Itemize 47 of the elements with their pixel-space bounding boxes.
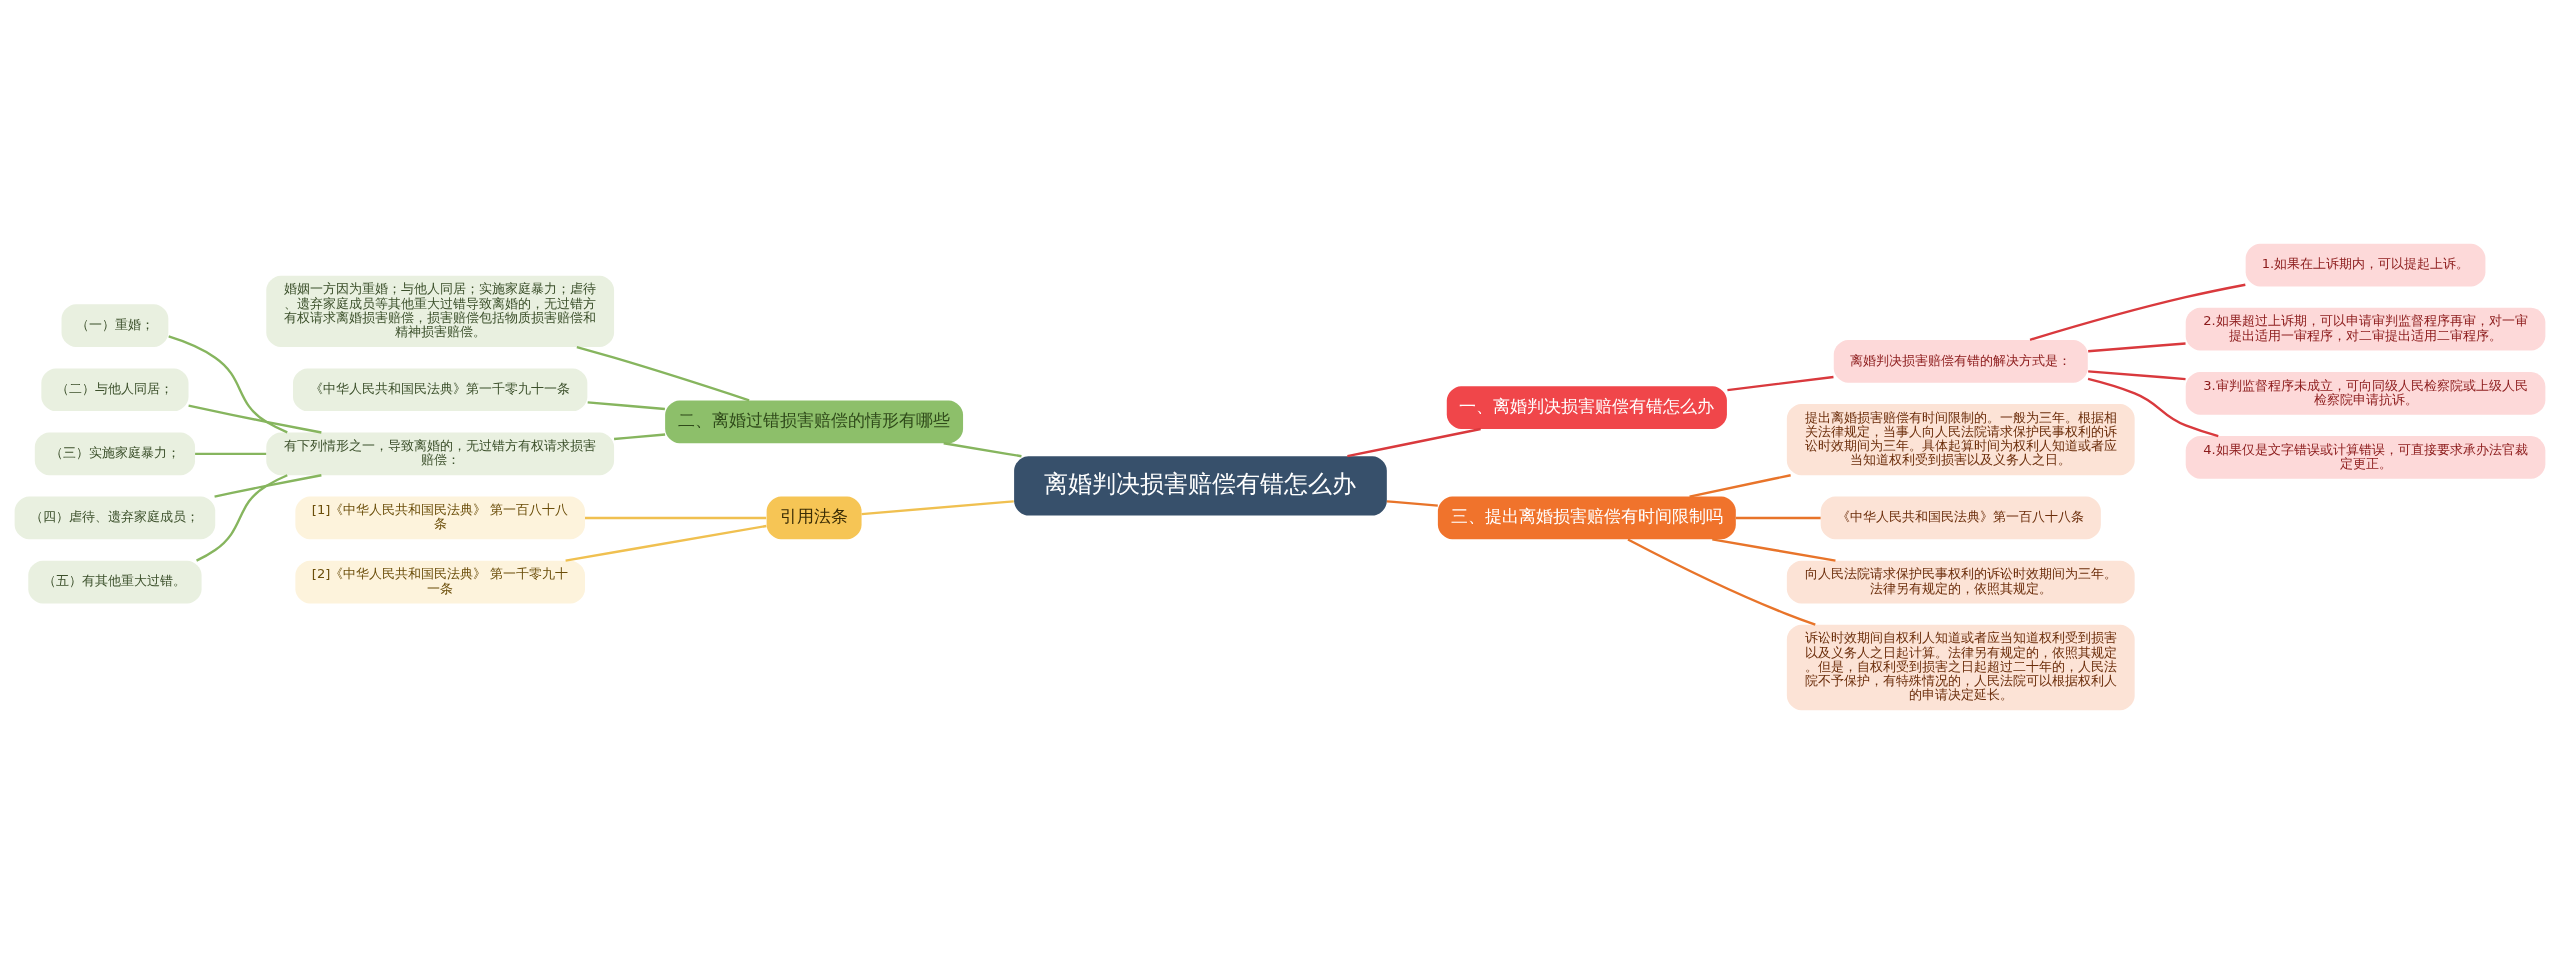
node-box: 《中华人民共和国民法典》第一千零九十一条 <box>293 368 588 412</box>
connector <box>943 442 1022 458</box>
node-box: 《中华人民共和国民法典》第一百八十八条 <box>1820 496 2101 540</box>
connector <box>1727 375 1834 392</box>
connector <box>1735 516 1821 520</box>
connector <box>1627 538 1816 626</box>
node-box: [1]《中华人民共和国民法典》 第一百八十八条 <box>295 496 585 540</box>
connector <box>1689 474 1791 498</box>
connector <box>168 335 288 434</box>
node-box: 三、提出离婚损害赔偿有时间限制吗 <box>1437 496 1736 540</box>
node-box: （三）实施家庭暴力； <box>34 432 196 476</box>
connector <box>214 474 322 498</box>
connector <box>576 345 750 402</box>
connector <box>613 433 666 441</box>
connector <box>2029 283 2246 341</box>
node-box: 4.如果仅是文字错误或计算错误，可直接要求承办法官裁定更正。 <box>2185 436 2546 479</box>
node-box: （二）与他人同居； <box>41 368 189 412</box>
node-box: [2]《中华人民共和国民法典》 第一千零九十一条 <box>295 560 585 604</box>
connector <box>196 474 288 562</box>
node-box: 离婚判决损害赔偿有错怎么办 <box>1014 456 1387 516</box>
connector <box>2088 342 2186 353</box>
node-box: 婚姻一方因为重婚；与他人同居；实施家庭暴力；虐待、遗弃家庭成员等其他重大过错导致离婚的，无过错方有权请求离婚损害赔偿，损害赔偿包括物质损害赔偿和精神损害赔偿。 <box>266 275 615 347</box>
connector <box>188 404 322 434</box>
node-box: 提出离婚损害赔偿有时间限制的。一般为三年。根据相关法律规定，当事人向人民法院请求保护民事权利的诉讼时效期间为三年。具体起算时间为权利人知道或者应当知道权利受到损害以及义务人之日。 <box>1786 404 2135 476</box>
connector <box>195 452 267 456</box>
connector <box>1386 500 1438 507</box>
node-box: 离婚判决损害赔偿有错的解决方式是： <box>1833 339 2088 383</box>
connector <box>587 401 665 411</box>
connector <box>1347 427 1481 458</box>
node-box: 有下列情形之一，导致离婚的，无过错方有权请求损害赔偿： <box>266 432 615 476</box>
node-box: 3.审判监督程序未成立，可向同级人民检察院或上级人民检察院申请抗诉。 <box>2185 371 2546 415</box>
node-box: （五）有其他重大过错。 <box>28 560 202 604</box>
node-box: 向人民法院请求保护民事权利的诉讼时效期间为三年。法律另有规定的，依照其规定。 <box>1786 560 2135 604</box>
node-box: 引用法条 <box>766 496 862 540</box>
connector <box>585 516 767 520</box>
node-box: 一、离婚判决损害赔偿有错怎么办 <box>1446 386 1727 429</box>
node-box: 二、离婚过错损害赔偿的情形有哪些 <box>665 400 964 444</box>
connector <box>2087 377 2219 438</box>
connector <box>861 500 1014 516</box>
connector <box>1712 538 1836 562</box>
connector <box>565 524 767 562</box>
connector <box>2088 370 2186 381</box>
node-box: 2.如果超过上诉期，可以申请审判监督程序再审，对一审提出适用一审程序，对二审提出适用二审程序。 <box>2185 307 2546 351</box>
node-box: 诉讼时效期间自权利人知道或者应当知道权利受到损害以及义务人之日起计算。法律另有规定的，依照其规定。但是，自权利受到损害之日起超过二十年的，人民法院不予保护，有特殊情况的，人民法院可以根据权利人的申请决定延长。 <box>1786 624 2135 711</box>
node-box: （四）虐待、遗弃家庭成员； <box>14 496 216 540</box>
node-box: 1.如果在上诉期内，可以提起上诉。 <box>2245 243 2486 287</box>
node-box: （一）重婚； <box>61 304 169 347</box>
